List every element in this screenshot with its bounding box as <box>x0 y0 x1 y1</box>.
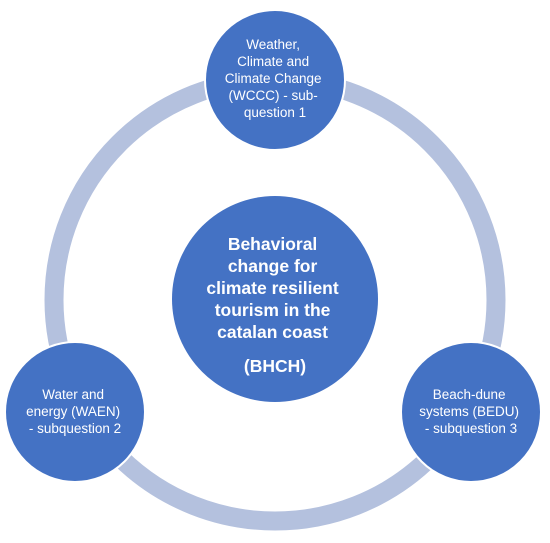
right-label-line-2: systems (BEDU) <box>419 404 519 419</box>
left-label-line-3: - subquestion 2 <box>29 421 121 436</box>
left-node-label: Water and energy (WAEN) - subquestion 2 <box>26 387 124 436</box>
center-node: Behavioral change for climate resilient … <box>172 196 378 402</box>
top-node-circle <box>204 9 346 151</box>
left-label-line-1: Water and <box>42 387 104 402</box>
right-node-bedu: Beach-dune systems (BEDU) - subquestion … <box>400 341 542 483</box>
center-node-circle <box>172 196 378 402</box>
center-label-line-1: Behavioral <box>228 234 317 254</box>
right-node-circle <box>400 341 542 483</box>
right-label-line-3: - subquestion 3 <box>425 421 517 436</box>
center-node-label: Behavioral change for climate resilient … <box>206 234 343 376</box>
top-node-label: Weather, Climate and Climate Change (WCC… <box>225 37 326 120</box>
top-label-line-2: Climate and <box>237 54 309 69</box>
right-label-line-1: Beach-dune <box>433 387 506 402</box>
center-label-line-3: climate resilient <box>206 278 338 298</box>
top-label-line-5: question 1 <box>244 105 306 120</box>
top-node-wccc: Weather, Climate and Climate Change (WCC… <box>204 9 346 151</box>
center-label-line-2: change for <box>228 256 318 276</box>
top-label-line-3: Climate Change <box>225 71 322 86</box>
left-node-circle <box>4 341 146 483</box>
left-node-waen: Water and energy (WAEN) - subquestion 2 <box>4 341 146 483</box>
top-label-line-1: Weather, <box>246 37 300 52</box>
top-label-line-4: (WCCC) - sub- <box>228 88 317 103</box>
right-node-label: Beach-dune systems (BEDU) - subquestion … <box>419 387 523 436</box>
center-label-abbr: (BHCH) <box>244 356 306 376</box>
center-label-line-5: catalan coast <box>217 322 328 342</box>
center-label-line-4: tourism in the <box>215 300 331 320</box>
left-label-line-2: energy (WAEN) <box>26 404 120 419</box>
